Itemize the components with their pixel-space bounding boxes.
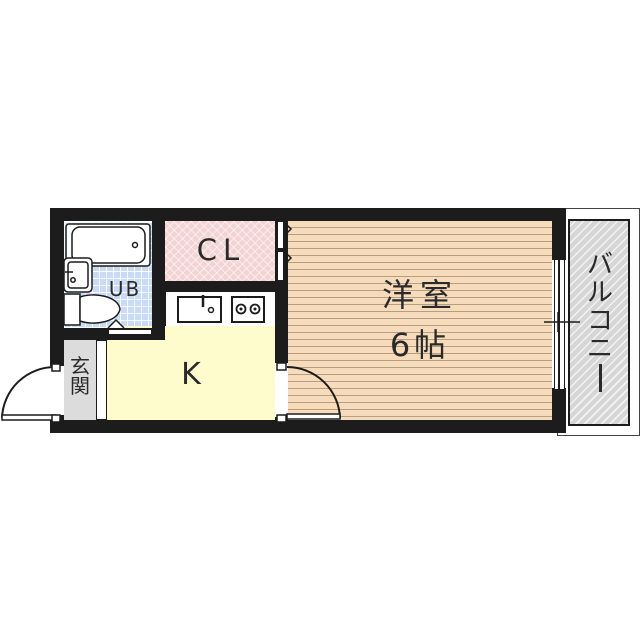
wall-top [50,208,560,221]
balcony-label: バ ル コ ニ [580,252,620,392]
entry-partition [96,340,107,420]
room-door-icon[interactable] [275,360,350,422]
western-room-size: 6帖 [389,326,451,364]
bathroom-fixtures [64,223,151,328]
closet-door-lower[interactable] [277,251,284,281]
wall-counter-left [160,292,166,326]
wall-bottom [50,420,560,433]
kitchen-label: K [181,357,201,392]
bath-door[interactable] [108,329,152,335]
closet-door-arrows-icon [283,221,293,266]
balcony-char: バ [586,250,613,280]
balcony-char: ニ [586,334,613,364]
wall-left-upper [50,208,64,366]
kitchen-fixtures [177,295,265,323]
toilet-icon [64,293,121,326]
balcony-char: コ [586,306,613,336]
entrance-char: 関 [70,374,90,398]
entrance-char: 玄 [70,354,90,378]
bath-door-threshold-icon [107,318,125,328]
wall-cl-bottom [152,281,288,292]
unit-bath-label: UB [108,277,142,301]
balcony-char [598,364,602,392]
bathtub-icon [65,223,151,267]
gas-stove-icon [231,296,265,323]
wall-right-upper [552,208,566,260]
wall-right-lower [552,388,566,433]
window-mark-icon [544,312,580,332]
kitchen-sink-icon [177,295,222,323]
closet-door-upper[interactable] [277,221,284,249]
entrance [64,340,96,420]
western-room-name: 洋室 [381,276,458,314]
kitchen [107,326,275,420]
entrance-door-icon[interactable] [0,360,66,422]
washbasin-icon [64,257,93,293]
closet [165,221,277,281]
balcony-char: ル [586,278,613,308]
closet-label: CL [196,233,246,267]
western-room [288,221,552,420]
entrance-label: 玄 関 [64,356,96,396]
